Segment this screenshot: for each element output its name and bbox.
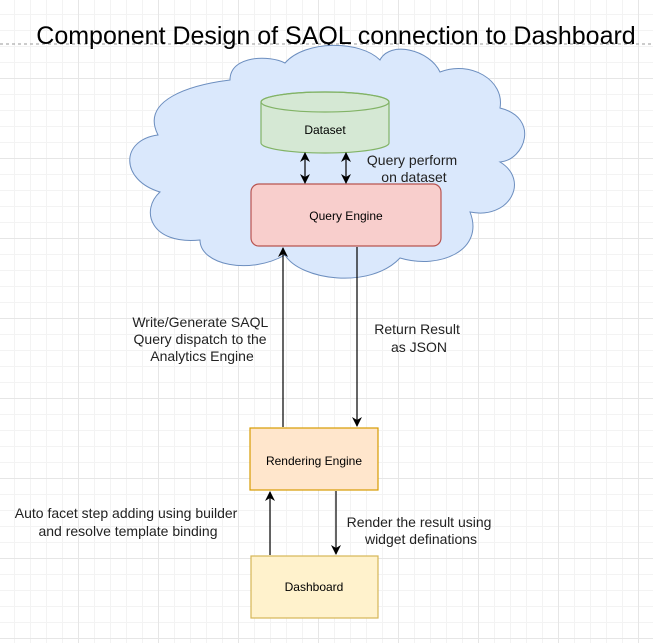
query-engine-label: Query Engine xyxy=(309,209,383,223)
dashboard-box xyxy=(250,555,379,619)
auto-facet-label: Auto facet step adding using builder and… xyxy=(15,505,242,539)
query-engine-node[interactable]: Query Engine xyxy=(250,183,442,247)
rendering-engine-box xyxy=(249,427,379,491)
dataset-label: Dataset xyxy=(304,123,346,137)
dataset-node[interactable]: Dataset xyxy=(260,91,390,154)
dashboard-node[interactable]: Dashboard xyxy=(250,555,379,619)
rendering-engine-node[interactable]: Rendering Engine xyxy=(249,427,379,491)
write-generate-label: Write/Generate SAQL Query dispatch to th… xyxy=(132,314,271,364)
query-engine-box xyxy=(250,183,442,247)
return-result-label: Return Result as JSON xyxy=(374,321,463,355)
render-result-label: Render the result using widget definatio… xyxy=(347,514,496,547)
rendering-engine-label: Rendering Engine xyxy=(266,454,362,468)
dashboard-label: Dashboard xyxy=(285,580,344,594)
query-perform-label: Query perform on dataset xyxy=(367,152,461,185)
dataset-cylinder-top xyxy=(260,91,390,113)
